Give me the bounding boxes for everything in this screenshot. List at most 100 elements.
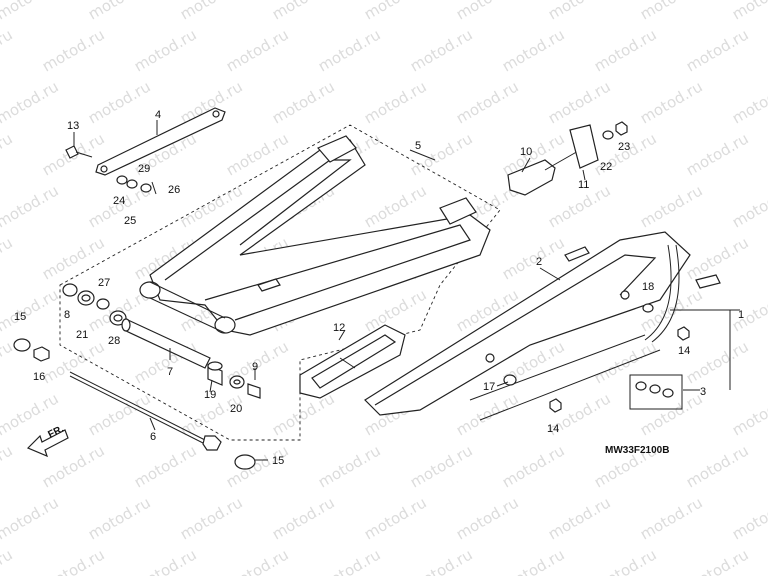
watermark-text: motod.ru <box>223 545 292 576</box>
watermark-text: motod.ru <box>0 0 62 23</box>
callout-1: 1 <box>738 309 744 321</box>
watermark-text: motod.ru <box>683 25 752 75</box>
watermark-text: motod.ru <box>591 25 660 75</box>
watermark-text: motod.ru <box>499 233 568 283</box>
watermark-text: motod.ru <box>223 25 292 75</box>
watermark-text: motod.ru <box>0 77 62 127</box>
watermark-text: motod.ru <box>85 77 154 127</box>
watermark-text: motod.ru <box>177 493 246 543</box>
callout-2: 2 <box>536 256 542 268</box>
callout-9: 9 <box>252 361 258 373</box>
watermark-text: motod.ru <box>315 545 384 576</box>
callout-21: 21 <box>76 329 88 341</box>
small-fasteners-24-29 <box>116 175 157 195</box>
leader-lines <box>73 120 740 461</box>
chain-slider <box>299 324 406 399</box>
watermark-text: motod.ru <box>131 545 200 576</box>
watermark-text: motod.ru <box>0 181 62 231</box>
watermark-text: motod.ru <box>269 493 338 543</box>
watermark-text: motod.ru <box>729 493 768 543</box>
watermark-text: motod.ru <box>545 0 614 23</box>
chain-adjuster-bracket <box>507 121 628 196</box>
callout-13: 13 <box>67 120 79 132</box>
pivot-bolt <box>69 371 222 451</box>
watermark-text: motod.ru <box>729 0 768 23</box>
watermark-text: motod.ru <box>729 181 768 231</box>
pivot-cap-and-nut-left <box>13 338 50 362</box>
watermark-text: motod.ru <box>361 77 430 127</box>
watermark-text: motod.ru <box>0 493 62 543</box>
watermark-text: motod.ru <box>637 493 706 543</box>
watermark-text: motod.ru <box>637 389 706 439</box>
watermark-text: motod.ru <box>0 285 62 335</box>
callout-23: 23 <box>618 141 630 153</box>
callout-22: 22 <box>600 161 612 173</box>
callout-4: 4 <box>155 109 161 121</box>
watermark-text: motod.ru <box>39 441 108 491</box>
watermark-text: motod.ru <box>39 337 108 387</box>
pivot-pipe <box>121 318 211 369</box>
callout-6: 6 <box>150 431 156 443</box>
drive-chain <box>469 244 721 421</box>
watermark-text: motod.ru <box>407 441 476 491</box>
callout-5: 5 <box>415 140 421 152</box>
watermark-text: motod.ru <box>453 77 522 127</box>
watermark-text: motod.ru <box>0 25 16 75</box>
callout-29: 29 <box>138 163 150 175</box>
watermark-text: motod.ru <box>729 77 768 127</box>
callout-8: 8 <box>64 309 70 321</box>
watermark-text: motod.ru <box>131 25 200 75</box>
watermark-text: motod.ru <box>499 545 568 576</box>
watermark-text: motod.ru <box>729 389 768 439</box>
watermark-text: motod.ru <box>269 77 338 127</box>
watermark-text: motod.ru <box>453 493 522 543</box>
watermark-text: motod.ru <box>453 389 522 439</box>
swingarm <box>139 135 491 336</box>
watermark-text: motod.ru <box>315 25 384 75</box>
callout-24: 24 <box>113 195 125 207</box>
pivot-cap-right <box>234 454 256 470</box>
watermark-text: motod.ru <box>545 77 614 127</box>
callout-18: 18 <box>642 281 654 293</box>
watermark-text: motod.ru <box>361 0 430 23</box>
chain-slider-strap <box>95 107 226 176</box>
callout-numbers: 1 2 3 4 5 6 7 8 9 10 11 12 13 14 14 15 1… <box>14 109 744 467</box>
watermark-text: motod.ru <box>683 233 752 283</box>
callout-17: 17 <box>483 381 495 393</box>
watermark-text: motod.ru <box>177 0 246 23</box>
watermark-text: motod.ru <box>453 0 522 23</box>
callout-11: 11 <box>578 179 589 191</box>
callout-7: 7 <box>167 366 173 378</box>
watermark-text: motod.ru <box>269 389 338 439</box>
watermark-text: motod.ru <box>683 129 752 179</box>
watermark-text: motod.ru <box>407 129 476 179</box>
watermark-text: motod.ru <box>407 545 476 576</box>
callout-10: 10 <box>520 146 532 158</box>
watermark-text: motod.ru <box>683 337 752 387</box>
watermark-text: motod.ru <box>637 181 706 231</box>
watermark-text: motod.ru <box>131 441 200 491</box>
chain-joint <box>629 374 683 410</box>
watermark-text: motod.ru <box>361 493 430 543</box>
callout-12: 12 <box>333 322 345 334</box>
watermark-text: motod.ru <box>39 545 108 576</box>
watermark-text: motod.ru <box>0 337 16 387</box>
watermark-text: motod.ru <box>637 0 706 23</box>
diagram-code: MW33F2100B <box>605 445 669 456</box>
callout-15b: 15 <box>272 455 284 467</box>
callout-26: 26 <box>168 184 180 196</box>
callout-25: 25 <box>124 215 136 227</box>
watermark-text: motod.ru <box>683 545 752 576</box>
watermark-text: motod.ru <box>85 0 154 23</box>
callout-20: 20 <box>230 403 242 415</box>
watermark-text: motod.ru <box>499 25 568 75</box>
watermark-text: motod.ru <box>591 545 660 576</box>
watermark-text: motod.ru <box>0 441 16 491</box>
bolt-13 <box>65 145 93 159</box>
callout-15a: 15 <box>14 311 26 323</box>
callout-27: 27 <box>98 277 110 289</box>
watermark-text: motod.ru <box>591 337 660 387</box>
watermark-text: motod.ru <box>545 493 614 543</box>
